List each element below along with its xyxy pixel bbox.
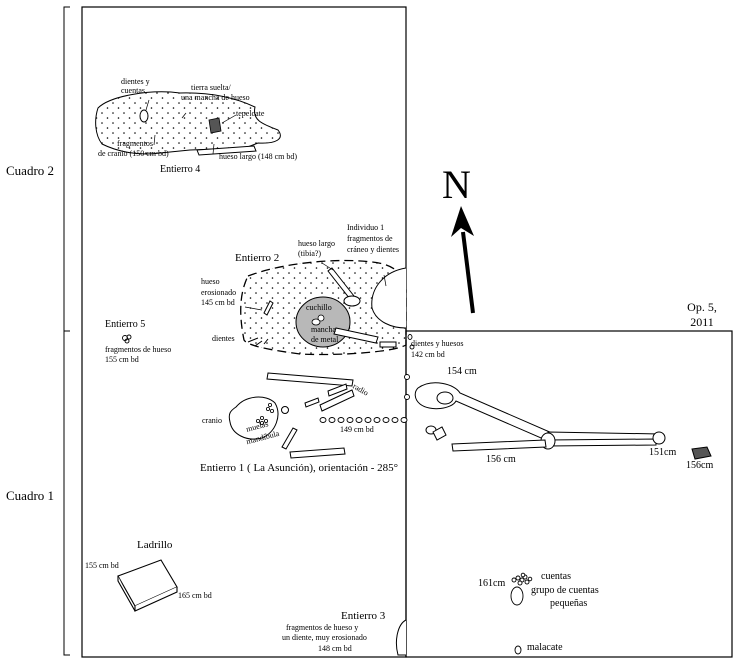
ladrillo-title: Ladrillo bbox=[137, 539, 173, 551]
cuadro2-label: Cuadro 2 bbox=[6, 163, 55, 178]
entierro2-cuchillo-label: cuchillo bbox=[306, 303, 332, 312]
entierro1-dientes-huesos-label-1: dientes y huesos bbox=[411, 339, 464, 348]
entierro2-erosionado-label-3: 145 cm bd bbox=[201, 298, 235, 307]
entierro2-mancha-label-1: mancha bbox=[311, 325, 336, 334]
entierro2-title: Entierro 2 bbox=[235, 252, 280, 264]
entierro2-hueso-largo-label-2: (tibia?) bbox=[298, 249, 322, 258]
op5-151-label: 151cm bbox=[649, 447, 677, 458]
entierro4-hueso-largo-label: hueso largo (148 cm bd) bbox=[219, 152, 298, 161]
entierro4-tierra-label-1: tierra suelta/ bbox=[191, 83, 231, 92]
entierro5-title: Entierro 5 bbox=[105, 319, 146, 330]
entierro3-drawing bbox=[395, 619, 407, 656]
entierro2-individuo-label-1: Individuo 1 bbox=[347, 223, 385, 232]
op5-grupo-label-1: grupo de cuentas bbox=[531, 585, 599, 596]
op5-161-label: 161cm bbox=[478, 578, 506, 589]
entierro3-fragmentos-label-2: un diente, muy erosionado bbox=[282, 633, 367, 642]
entierro4-drawing bbox=[95, 91, 281, 156]
north-arrow bbox=[451, 206, 475, 314]
entierro4-tepelcate-label: tepelcate bbox=[236, 109, 265, 118]
entierro5-fragmentos-label-2: 155 cm bd bbox=[105, 355, 139, 364]
op5-malacate-label: malacate bbox=[527, 642, 563, 653]
entierro2-individuo-label-3: cráneo y dientes bbox=[347, 245, 399, 254]
entierro4-tierra-label-2: una mancha de hueso bbox=[181, 93, 250, 102]
entierro2-erosionado-label-1: hueso bbox=[201, 277, 220, 286]
op5-156-label: 156 cm bbox=[486, 454, 516, 465]
ladrillo-drawing bbox=[117, 559, 178, 612]
entierro1-149-label: 149 cm bd bbox=[340, 425, 374, 434]
op5-unit-outline bbox=[405, 330, 733, 658]
entierro3-fragmentos-label-1: fragmentos de hueso y bbox=[286, 623, 359, 632]
entierro2-drawing bbox=[240, 259, 407, 356]
entierro1-drawing bbox=[228, 334, 415, 459]
entierro4-title: Entierro 4 bbox=[160, 164, 201, 175]
op5-year: 2011 bbox=[690, 315, 714, 329]
entierro2-mancha-label-2: de metal bbox=[311, 335, 339, 344]
ladrillo-165-label: 165 cm bd bbox=[178, 591, 212, 600]
north-label: N bbox=[442, 162, 471, 207]
entierro5-fragmentos-label-1: fragmentos de hueso bbox=[105, 345, 172, 354]
op5-156b-label: 156cm bbox=[686, 460, 714, 471]
entierro4-fragmentos-label-2: de cranio (150 cm bd) bbox=[98, 149, 169, 158]
entierro2-individuo-label-2: fragmentos de bbox=[347, 234, 393, 243]
entierro4-dientes-label-1: dientes y bbox=[121, 77, 150, 86]
cuadro-brackets bbox=[63, 6, 70, 656]
op5-artifacts bbox=[510, 572, 533, 655]
op5-grupo-label-2: pequeñas bbox=[550, 598, 588, 609]
cuadro1-label: Cuadro 1 bbox=[6, 488, 55, 503]
entierro1-cranio-label: cranio bbox=[202, 416, 222, 425]
op5-label: Op. 5, bbox=[687, 300, 717, 314]
op5-154-label: 154 cm bbox=[447, 366, 477, 377]
entierro2-dientes-label: dientes bbox=[212, 334, 235, 343]
entierro5-drawing bbox=[122, 334, 132, 344]
entierro1-dientes-huesos-label-2: 142 cm bd bbox=[411, 350, 445, 359]
entierro2-hueso-largo-label-1: hueso largo bbox=[298, 239, 335, 248]
op5-cuentas-label: cuentas bbox=[541, 571, 571, 582]
entierro3-title: Entierro 3 bbox=[341, 610, 386, 622]
entierro4-outline bbox=[95, 91, 281, 155]
entierro4-dientes-label-2: cuentas bbox=[121, 86, 145, 95]
ladrillo-155-label: 155 cm bd bbox=[85, 561, 119, 570]
entierro2-erosionado-label-2: erosionado bbox=[201, 288, 237, 297]
entierro4-fragmentos-label-1: fragmentos bbox=[117, 139, 153, 148]
entierro3-fragmentos-label-3: 148 cm bd bbox=[318, 644, 352, 653]
entierro1-title: Entierro 1 ( La Asunción), orientación -… bbox=[200, 462, 399, 474]
op5-skeleton bbox=[414, 382, 712, 460]
